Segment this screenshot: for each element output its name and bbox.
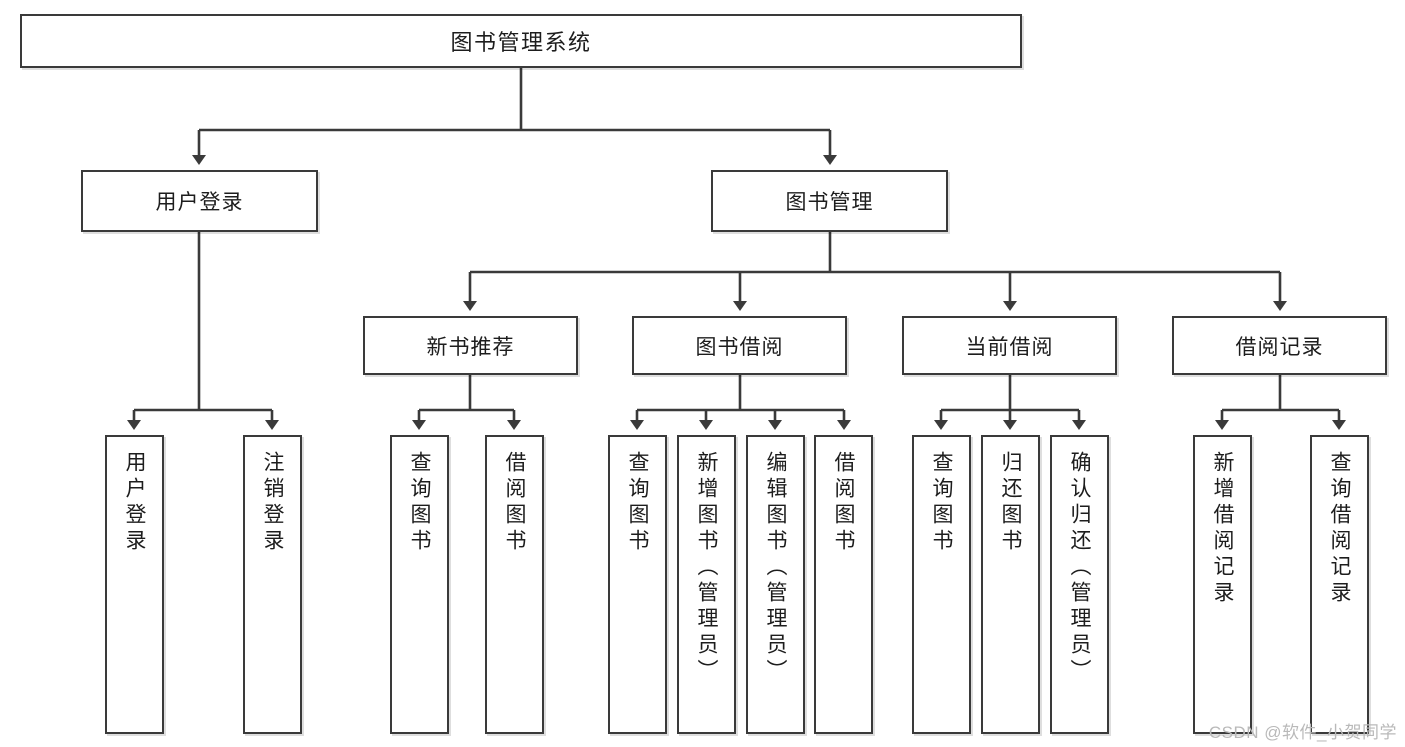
node-borrow-record[interactable]: 借阅记录 [1172,316,1387,375]
node-label: 借阅图书 [832,451,855,555]
node-current-borrow[interactable]: 当前借阅 [902,316,1117,375]
leaf-book-borrow-add[interactable]: 新增图书（管理员） [677,435,736,734]
node-label: 编辑图书（管理员） [764,451,787,685]
leaf-book-borrow-query[interactable]: 查询图书 [608,435,667,734]
node-user-login[interactable]: 用户登录 [81,170,318,232]
node-new-book-recommend[interactable]: 新书推荐 [363,316,578,375]
node-label: 新书推荐 [426,335,515,359]
node-book-management[interactable]: 图书管理 [711,170,948,232]
node-root-system[interactable]: 图书管理系统 [20,14,1022,68]
node-label: 借阅记录 [1235,335,1324,359]
leaf-book-borrow-borrow[interactable]: 借阅图书 [814,435,873,734]
leaf-current-borrow-confirm[interactable]: 确认归还（管理员） [1050,435,1109,734]
leaf-borrow-record-query[interactable]: 查询借阅记录 [1310,435,1369,734]
node-book-borrow[interactable]: 图书借阅 [632,316,847,375]
node-label: 查询图书 [930,451,953,555]
node-label: 当前借阅 [965,335,1054,359]
node-label: 查询图书 [408,451,431,555]
leaf-user-login-logout[interactable]: 注销登录 [243,435,302,734]
leaf-new-book-query[interactable]: 查询图书 [390,435,449,734]
node-label: 注销登录 [261,451,284,555]
leaf-new-book-borrow[interactable]: 借阅图书 [485,435,544,734]
node-label: 借阅图书 [503,451,526,555]
node-label: 查询借阅记录 [1328,451,1351,607]
leaf-user-login-login[interactable]: 用户登录 [105,435,164,734]
node-label: 新增借阅记录 [1211,451,1234,607]
leaf-book-borrow-edit[interactable]: 编辑图书（管理员） [746,435,805,734]
node-label: 用户登录 [155,191,244,214]
leaf-current-borrow-query[interactable]: 查询图书 [912,435,971,734]
node-label: 查询图书 [626,451,649,555]
leaf-current-borrow-return[interactable]: 归还图书 [981,435,1040,734]
node-label: 用户登录 [123,451,146,555]
node-label: 图书管理 [785,191,874,214]
node-label: 图书管理系统 [450,30,592,55]
leaf-borrow-record-add[interactable]: 新增借阅记录 [1193,435,1252,734]
node-label: 新增图书（管理员） [695,451,718,685]
node-label: 归还图书 [999,451,1022,555]
node-label: 图书借阅 [695,335,784,359]
node-label: 确认归还（管理员） [1068,451,1091,685]
